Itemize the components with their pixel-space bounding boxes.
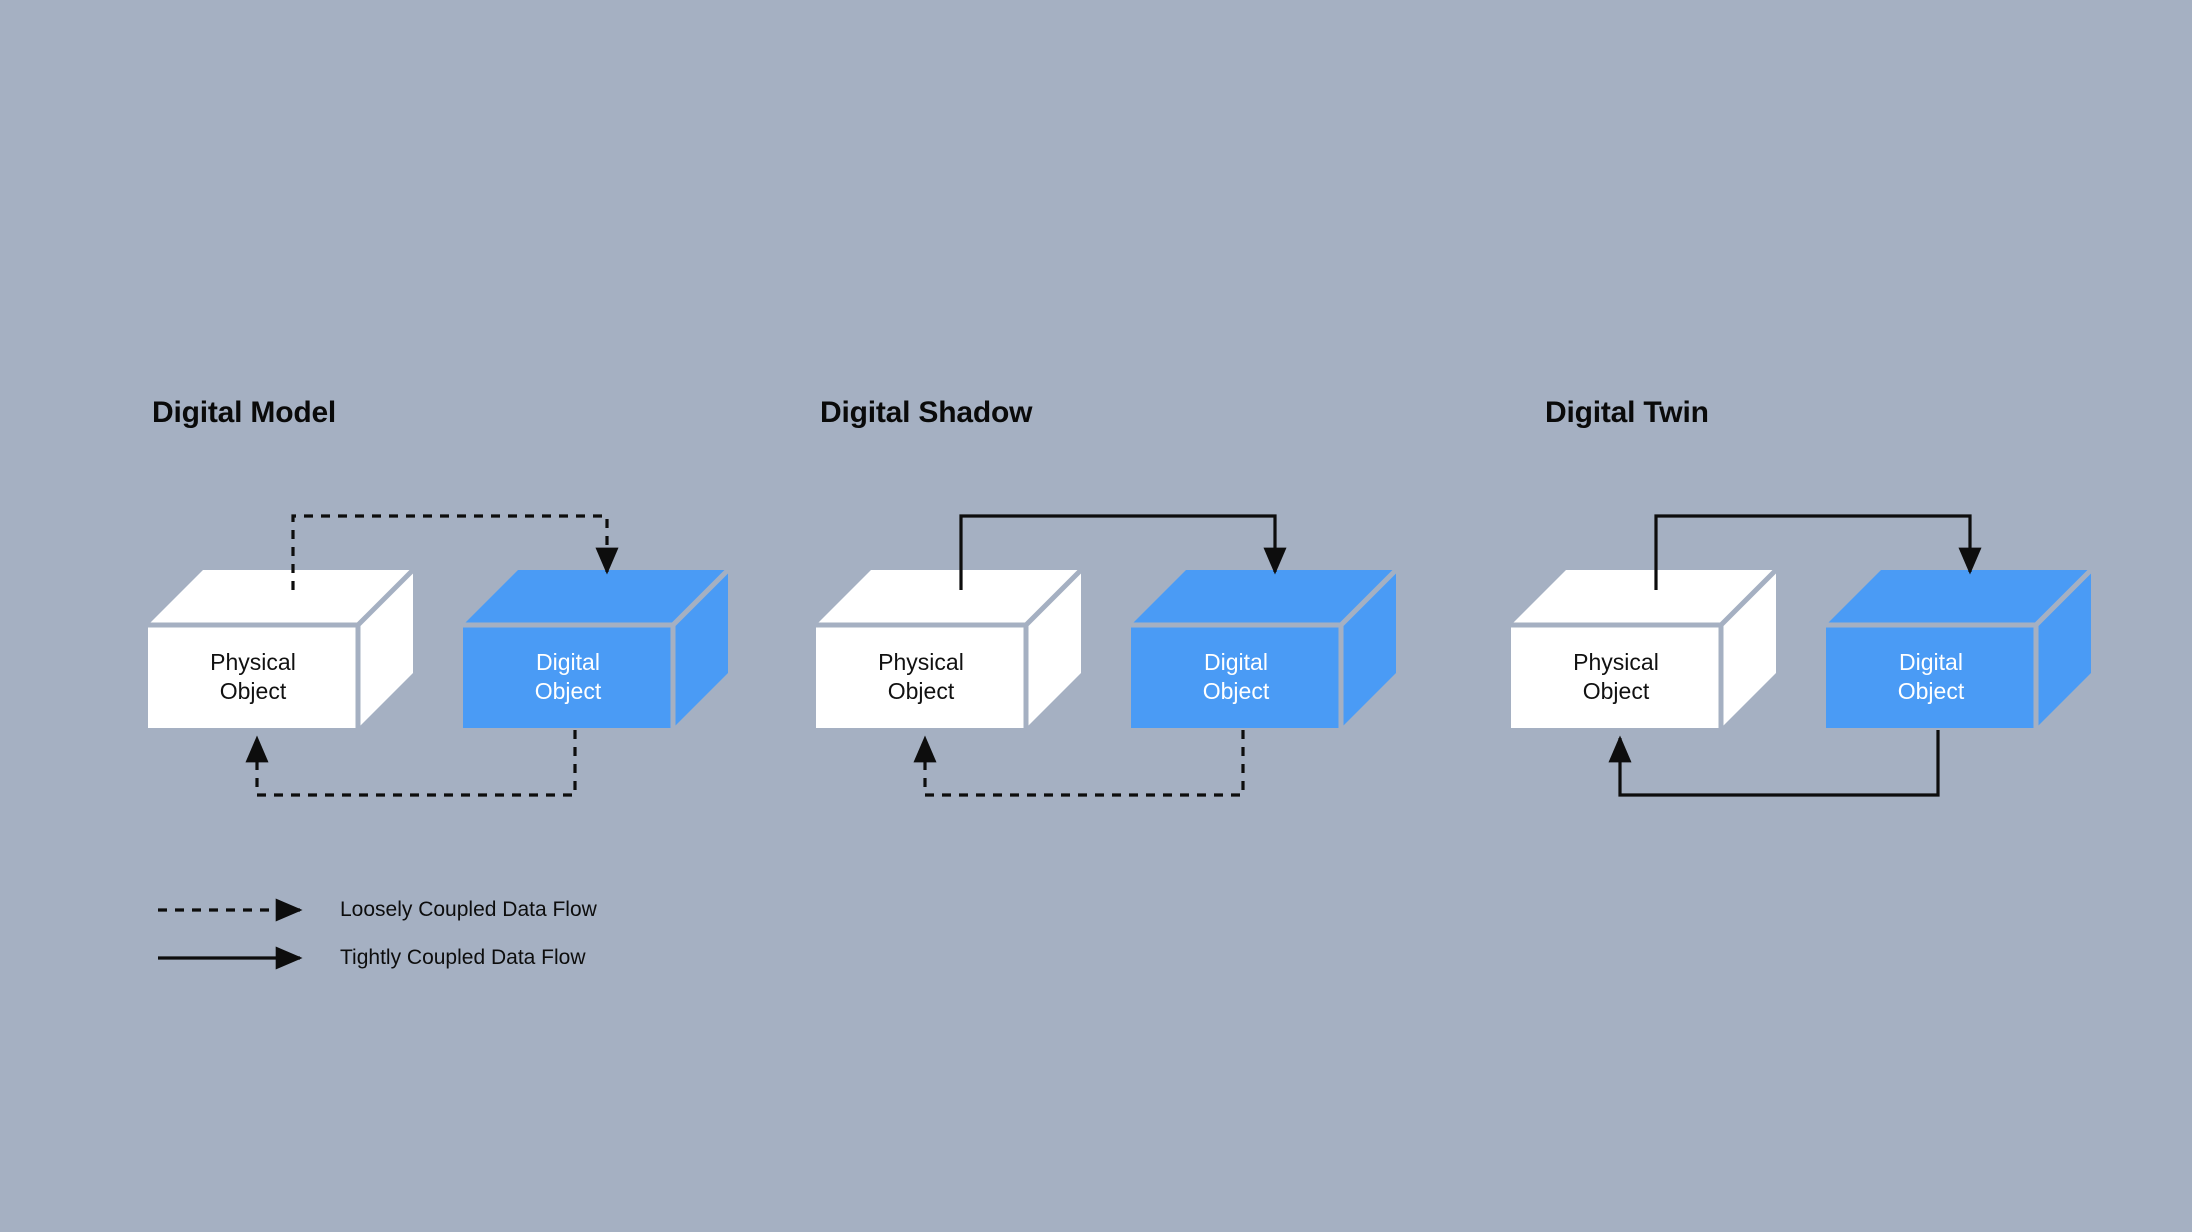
- panel-digital-model: Physical Object Digital Object: [148, 514, 730, 797]
- physical-object-label-line2: Object: [220, 678, 287, 704]
- cube-top-face: [1511, 570, 1776, 625]
- digital-object-cube[interactable]: Digital Object: [1826, 568, 2093, 728]
- cube-top-face: [463, 570, 728, 625]
- legend-label-loosely-coupled: Loosely Coupled Data Flow: [340, 898, 597, 921]
- digital-object-cube[interactable]: Digital Object: [1131, 568, 1398, 728]
- digital-object-label-line2: Object: [1203, 678, 1270, 704]
- legend: [158, 898, 303, 970]
- physical-object-label-line1: Physical: [1573, 649, 1659, 675]
- cube-top-face: [1131, 570, 1396, 625]
- cube-top-face: [148, 570, 413, 625]
- digital-object-label-line2: Object: [535, 678, 602, 704]
- panel-title-digital-shadow: Digital Shadow: [820, 396, 1033, 429]
- cube-top-face: [816, 570, 1081, 625]
- cube-edge-top-right: [1339, 568, 1398, 627]
- digital-object-cube[interactable]: Digital Object: [463, 568, 730, 728]
- cube-right-face: [2036, 570, 2091, 728]
- cube-edge-top-right: [671, 568, 730, 627]
- cube-right-face: [1341, 570, 1396, 728]
- panel-digital-twin: Physical Object Digital Object: [1511, 514, 2093, 797]
- flow-physical-to-digital: [959, 514, 1287, 590]
- digital-object-label-line1: Digital: [1204, 649, 1268, 675]
- physical-object-cube[interactable]: Physical Object: [1511, 568, 1778, 728]
- cube-front-face: [816, 625, 1026, 728]
- cube-right-face: [358, 570, 413, 728]
- cube-front-face: [148, 625, 358, 728]
- flow-digital-to-physical: [245, 730, 577, 797]
- digital-object-label-line2: Object: [1898, 678, 1965, 704]
- cube-edge-top-right: [356, 568, 415, 627]
- flow-physical-to-digital: [1654, 514, 1982, 590]
- cube-right-face: [1026, 570, 1081, 728]
- cube-front-face: [1511, 625, 1721, 728]
- flow-physical-to-digital: [291, 514, 619, 590]
- digital-object-label-line1: Digital: [536, 649, 600, 675]
- cube-front-face: [1826, 625, 2036, 728]
- physical-object-cube[interactable]: Physical Object: [148, 568, 415, 728]
- cube-edge-top-right: [1719, 568, 1778, 627]
- cube-front-face: [463, 625, 673, 728]
- flow-digital-to-physical: [913, 730, 1245, 797]
- legend-label-tightly-coupled: Tightly Coupled Data Flow: [340, 946, 586, 969]
- panel-title-digital-twin: Digital Twin: [1545, 396, 1709, 429]
- cube-top-face: [1826, 570, 2091, 625]
- flow-digital-to-physical: [1608, 730, 1940, 797]
- digital-object-label-line1: Digital: [1899, 649, 1963, 675]
- physical-object-cube[interactable]: Physical Object: [816, 568, 1083, 728]
- cube-front-face: [1131, 625, 1341, 728]
- physical-object-label-line1: Physical: [210, 649, 296, 675]
- physical-object-label-line2: Object: [888, 678, 955, 704]
- cube-right-face: [1721, 570, 1776, 728]
- physical-object-label-line2: Object: [1583, 678, 1650, 704]
- panel-digital-shadow: Physical Object Digital Object: [816, 514, 1398, 797]
- panel-title-digital-model: Digital Model: [152, 396, 337, 429]
- cube-edge-top-right: [1024, 568, 1083, 627]
- cube-edge-top-right: [2034, 568, 2093, 627]
- physical-object-label-line1: Physical: [878, 649, 964, 675]
- cube-right-face: [673, 570, 728, 728]
